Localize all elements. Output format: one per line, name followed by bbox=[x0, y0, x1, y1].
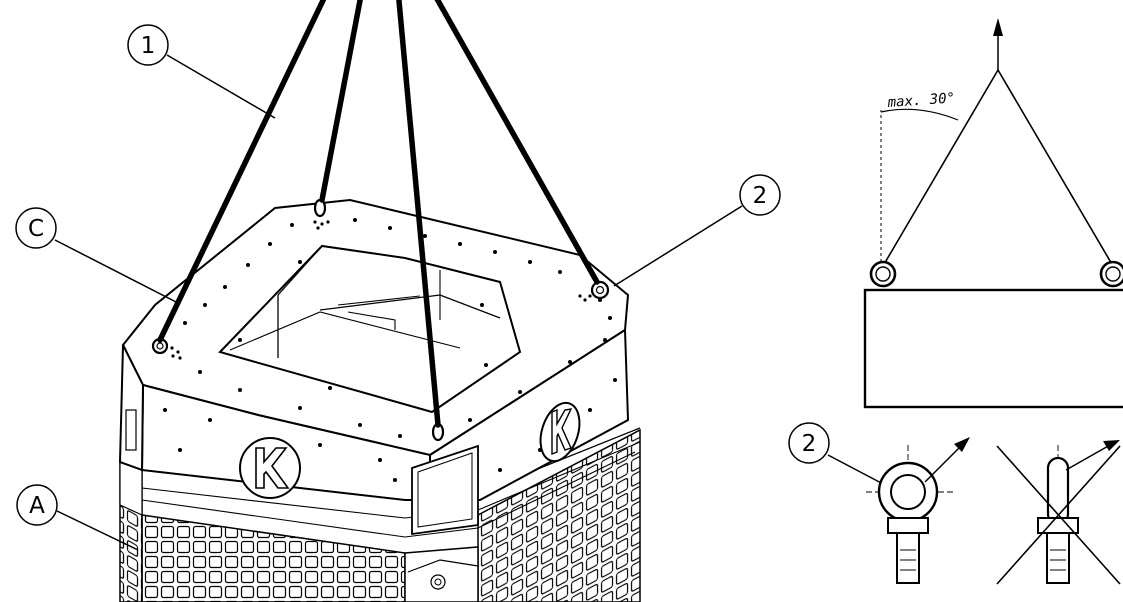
brand-logo-k bbox=[239, 437, 301, 499]
callout-2: 2 bbox=[613, 174, 781, 287]
base-bracket bbox=[404, 546, 479, 602]
callout-1: 1 bbox=[127, 24, 276, 119]
lifting-angle-schematic: max. 30° bbox=[863, 18, 1123, 409]
grille-front-face bbox=[141, 514, 406, 602]
eyebolt-back bbox=[313, 198, 330, 230]
speaker-cabinet bbox=[119, 427, 641, 602]
eyebolt-usage-detail: 2 bbox=[788, 422, 1121, 585]
callout-a-label: A bbox=[29, 493, 45, 519]
eyebolt-front-left bbox=[151, 337, 182, 360]
brand-logo-k bbox=[539, 401, 581, 463]
eyebolt-correct-icon bbox=[866, 437, 970, 584]
callout-2-detail-label: 2 bbox=[802, 431, 817, 457]
frame-screws bbox=[163, 218, 617, 482]
callout-a: A bbox=[16, 484, 139, 551]
eyebolt-incorrect-icon bbox=[996, 440, 1121, 585]
callout-2-label: 2 bbox=[753, 183, 768, 209]
callout-c-label: C bbox=[28, 216, 44, 242]
callout-1-label: 1 bbox=[141, 33, 156, 59]
callout-2-detail: 2 bbox=[788, 422, 886, 486]
callout-c: C bbox=[15, 207, 179, 304]
eyebolt-right bbox=[578, 280, 610, 302]
angle-limit-label: max. 30° bbox=[886, 90, 955, 111]
lifting-frame bbox=[118, 198, 630, 536]
lifting-slings bbox=[157, 0, 600, 428]
load-box bbox=[863, 288, 1123, 409]
lift-direction-arrow-icon bbox=[993, 18, 1003, 36]
